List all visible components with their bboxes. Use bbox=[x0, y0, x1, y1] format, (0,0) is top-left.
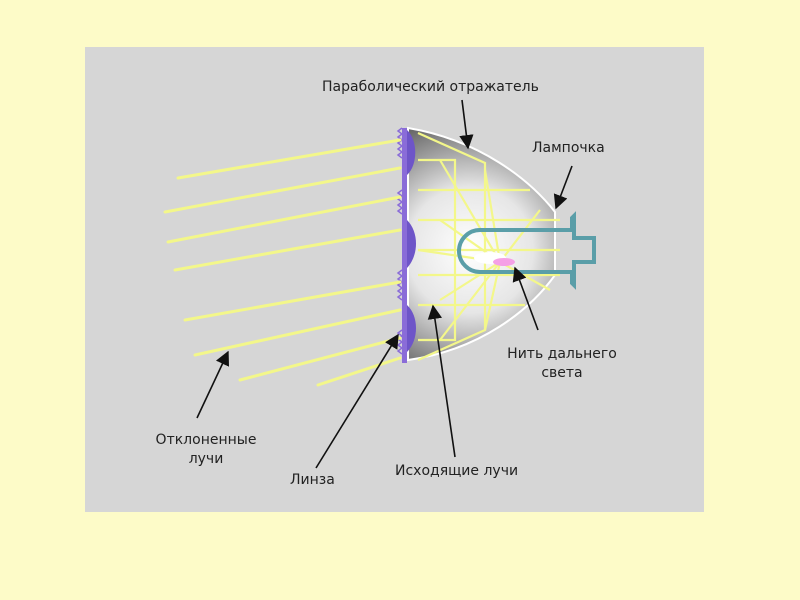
arrow-lens bbox=[315, 333, 399, 469]
lens bbox=[396, 127, 416, 363]
internal-rays bbox=[417, 131, 560, 362]
arrow-outgoing bbox=[427, 304, 456, 458]
deflected-rays-label-line2: лучи bbox=[188, 451, 224, 467]
filament-label: Нить дальнего света bbox=[492, 345, 632, 383]
diagram-panel bbox=[85, 47, 704, 512]
reflector-label: Параболический отражатель bbox=[322, 79, 539, 95]
deflected-rays-label: Отклоненные лучи bbox=[136, 431, 276, 469]
filament-label-line2: света bbox=[541, 365, 583, 381]
bulb-label: Лампочка bbox=[532, 140, 605, 156]
high-beam-filament bbox=[493, 258, 515, 266]
outgoing-rays-label: Исходящие лучи bbox=[395, 463, 519, 479]
pointer-arrows bbox=[196, 99, 573, 469]
deflected-rays-label-line1: Отклоненные bbox=[155, 432, 257, 448]
lens-label: Линза bbox=[290, 472, 335, 488]
arrow-filament bbox=[512, 266, 539, 331]
filament-label-line1: Нить дальнего bbox=[507, 346, 617, 362]
deflected-rays bbox=[163, 138, 402, 387]
parabolic-reflector bbox=[407, 126, 556, 362]
arrow-reflector bbox=[459, 99, 474, 150]
arrow-bulb bbox=[553, 165, 573, 210]
arrow-deflected bbox=[196, 350, 230, 419]
